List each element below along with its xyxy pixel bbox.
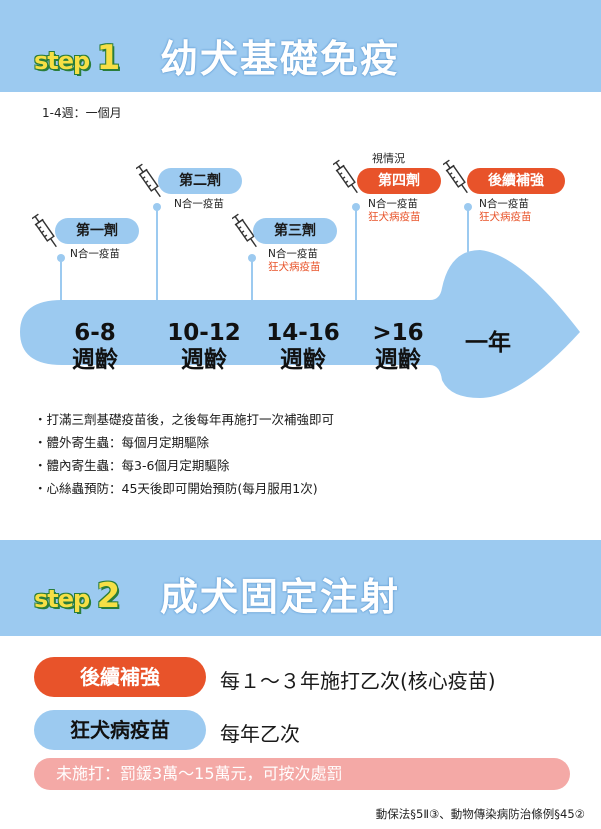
dose-1-label: 第一劑 <box>55 218 139 244</box>
step2-title: 成犬固定注射 <box>160 575 401 619</box>
penalty-banner: 未施打：罰鍰3萬～15萬元，可按次處罰 <box>34 758 570 790</box>
step2-banner <box>0 540 601 636</box>
dose-4-label: 第四劑 <box>357 168 441 194</box>
booster-vaccines: N合一疫苗狂犬病疫苗 <box>479 198 532 223</box>
dose-2-label: 第二劑 <box>158 168 242 194</box>
syringe-icon <box>232 213 257 248</box>
pin-dot <box>248 254 256 262</box>
booster-pill: 後續補強 <box>34 657 206 697</box>
care-notes: 打滿三劑基礎疫苗後，之後每年再施打一次補強即可 體外寄生蟲：每個月定期驅除 體內… <box>34 408 335 500</box>
list-item: 體外寄生蟲：每個月定期驅除 <box>34 431 334 454</box>
pin-dot <box>153 203 161 211</box>
pin-line <box>355 207 357 327</box>
week-note: 1-4週：一個月 <box>42 106 122 120</box>
pin-line <box>156 207 158 327</box>
pin-line <box>60 258 62 308</box>
pin-dot <box>352 203 360 211</box>
list-item: 心絲蟲預防：45天後即可開始預防(每月服用1次) <box>34 477 334 500</box>
rabies-pill: 狂犬病疫苗 <box>34 710 206 750</box>
dose-3-vaccines: N合一疫苗狂犬病疫苗 <box>268 248 321 273</box>
dose-4-vaccines: N合一疫苗狂犬病疫苗 <box>368 198 421 223</box>
pin-dot <box>57 254 65 262</box>
dose-2-vaccine: N合一疫苗 <box>174 198 224 210</box>
rabies-text: 每年乙次 <box>220 722 300 746</box>
dose-1-vaccine: N合一疫苗 <box>70 248 120 260</box>
syringe-icon <box>443 159 468 194</box>
syringe-icon <box>32 213 57 248</box>
age-label: 一年 <box>465 330 511 356</box>
syringe-icon <box>333 159 358 194</box>
step1-label: step 1 <box>34 38 120 78</box>
pin-dot <box>464 203 472 211</box>
step2-label: step 2 <box>34 576 120 616</box>
step1-title: 幼犬基礎免疫 <box>160 37 401 81</box>
dose-3-label: 第三劑 <box>253 218 337 244</box>
step1-banner <box>0 0 601 92</box>
list-item: 打滿三劑基礎疫苗後，之後每年再施打一次補強即可 <box>34 408 335 431</box>
syringe-icon <box>136 163 161 198</box>
law-reference: 動保法§5Ⅱ③、動物傳染病防治條例§45② <box>375 807 585 821</box>
optional-note: 視情況 <box>372 152 405 165</box>
pin-line <box>251 258 253 328</box>
list-item: 體內寄生蟲：每3-6個月定期驅除 <box>34 454 334 477</box>
pin-line <box>467 207 469 252</box>
booster-text: 每１～３年施打乙次(核心疫苗) <box>220 669 496 693</box>
booster-label: 後續補強 <box>467 168 565 194</box>
timeline-arrow <box>20 250 580 398</box>
